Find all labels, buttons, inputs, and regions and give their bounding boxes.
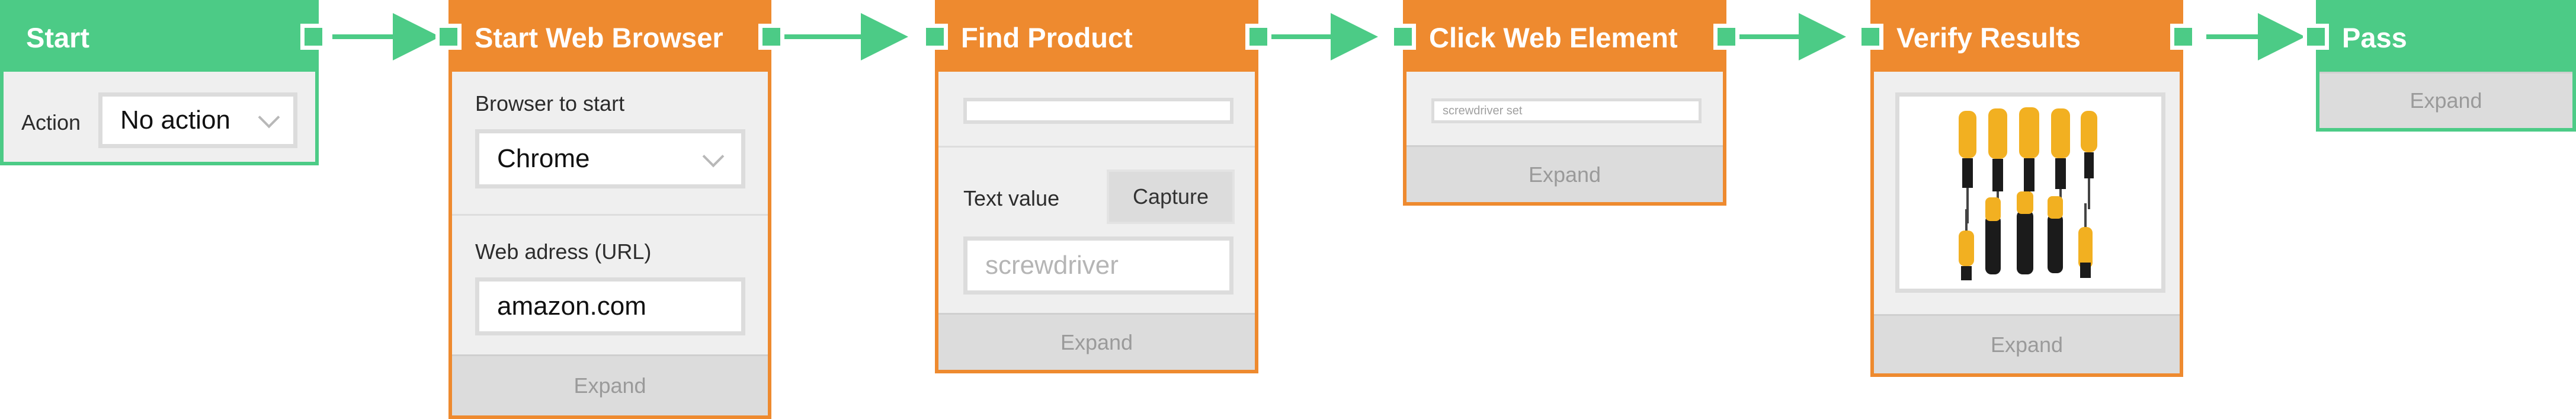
click-web-element-input-port[interactable] xyxy=(1390,24,1416,50)
expand-button[interactable]: Expand xyxy=(938,313,1255,370)
start-web-browser-input-port[interactable] xyxy=(435,24,462,50)
expand-button[interactable]: Expand xyxy=(452,354,768,415)
screwdriver-set-image xyxy=(1895,92,2165,293)
verify-results-node[interactable]: Verify Results Expand xyxy=(1870,0,2183,377)
url-input[interactable]: amazon.com xyxy=(475,277,745,335)
expand-button[interactable]: Expand xyxy=(1406,145,1723,202)
click-web-element-node[interactable]: Click Web Element screwdriver set Expand xyxy=(1403,0,1726,206)
browser-select[interactable]: Chrome xyxy=(475,129,745,188)
browser-select-value: Chrome xyxy=(497,144,590,173)
pass-node-title: Pass xyxy=(2319,4,2572,72)
verify-results-title: Verify Results xyxy=(1874,4,2180,72)
expand-button[interactable]: Expand xyxy=(1874,314,2180,373)
screwdriver-set-icon xyxy=(1959,107,2097,280)
find-product-title: Find Product xyxy=(938,4,1255,72)
start-web-browser-output-port[interactable] xyxy=(758,24,784,50)
browser-to-start-label: Browser to start xyxy=(475,91,625,116)
start-web-browser-node[interactable]: Start Web Browser Browser to start Chrom… xyxy=(448,0,771,419)
element-input[interactable]: screwdriver set xyxy=(1431,98,1702,123)
action-select[interactable]: No action xyxy=(98,92,297,148)
action-label: Action xyxy=(21,110,81,135)
find-product-node[interactable]: Find Product Text value Capture screwdri… xyxy=(935,0,1258,373)
text-value-input[interactable]: screwdriver xyxy=(963,236,1233,295)
pass-node[interactable]: Pass Expand xyxy=(2316,0,2576,132)
click-web-element-title: Click Web Element xyxy=(1406,4,1723,72)
capture-button[interactable]: Capture xyxy=(1107,169,1235,224)
chevron-down-icon xyxy=(258,106,280,129)
verify-results-output-port[interactable] xyxy=(2170,24,2196,50)
start-node[interactable]: Start Action No action xyxy=(0,0,319,165)
section-divider xyxy=(938,146,1255,148)
expand-button[interactable]: Expand xyxy=(2319,72,2572,128)
action-select-value: No action xyxy=(120,105,230,135)
verify-results-input-port[interactable] xyxy=(1857,24,1883,50)
start-web-browser-title: Start Web Browser xyxy=(452,4,768,72)
find-product-input-port[interactable] xyxy=(922,24,948,50)
text-value-label: Text value xyxy=(963,186,1060,210)
click-web-element-output-port[interactable] xyxy=(1713,24,1739,50)
pass-input-port[interactable] xyxy=(2303,24,2329,50)
locator-input[interactable] xyxy=(963,98,1233,124)
section-divider xyxy=(452,214,768,216)
start-output-port[interactable] xyxy=(300,24,326,50)
chevron-down-icon xyxy=(702,145,725,168)
find-product-output-port[interactable] xyxy=(1245,24,1271,50)
url-label: Web adress (URL) xyxy=(475,239,652,264)
start-node-title: Start xyxy=(4,4,315,72)
